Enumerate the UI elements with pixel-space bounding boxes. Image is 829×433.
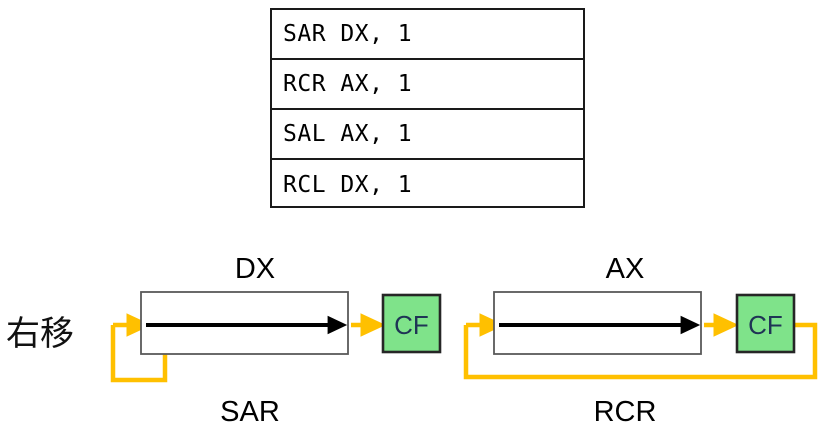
flag-box-cf-right	[735, 293, 796, 354]
diagram-canvas: CF CF	[110, 291, 818, 383]
instruction-text: RCR AX, 1	[283, 71, 413, 97]
shift-rotate-diagram: 右移 DX AX SAR RCR CF	[0, 248, 829, 433]
register-label-ax: AX	[605, 253, 645, 285]
table-row: RCR AX, 1	[272, 60, 583, 110]
instruction-text: RCL DX, 1	[283, 172, 413, 198]
sar-feedback-loop	[110, 313, 168, 383]
section-label-right-shift: 右移	[6, 314, 74, 354]
table-row: SAL AX, 1	[272, 110, 583, 160]
flag-label-cf-left: CF	[394, 310, 429, 340]
instruction-text: SAR DX, 1	[283, 21, 413, 47]
operation-label-rcr: RCR	[593, 396, 657, 428]
table-row: RCL DX, 1	[272, 160, 583, 210]
register-label-dx: DX	[234, 253, 276, 285]
instruction-text: SAL AX, 1	[283, 121, 413, 147]
flag-label-cf-right: CF	[748, 310, 783, 340]
operation-label-sar: SAR	[220, 396, 280, 428]
flag-box-cf-left	[381, 293, 442, 354]
rcr-feedback-loop	[463, 313, 818, 380]
instruction-table: SAR DX, 1 RCR AX, 1 SAL AX, 1 RCL DX, 1	[270, 8, 585, 208]
table-row: SAR DX, 1	[272, 10, 583, 60]
